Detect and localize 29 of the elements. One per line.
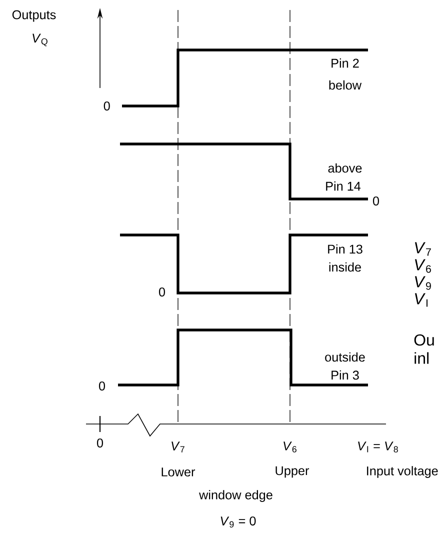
note-text: V$_{7}$ bbox=[414, 242, 431, 256]
axis-label: V$_{Q}$ bbox=[32, 34, 48, 46]
note-text: Ou bbox=[414, 334, 434, 346]
level-label: 0 bbox=[98, 382, 106, 390]
tick-label: 0 bbox=[96, 438, 104, 448]
trace-label: Pin 14 bbox=[326, 181, 361, 191]
tick-label: Lower bbox=[162, 468, 196, 476]
tick-label: window edge bbox=[199, 490, 272, 502]
axis-label: Input voltage bbox=[367, 466, 438, 478]
trace-label: outside bbox=[325, 352, 365, 362]
axis-label: Outputs bbox=[12, 10, 56, 22]
tick-label: V$_{7}$ bbox=[172, 442, 184, 452]
tick-label: V$_{9}$ = 0 bbox=[220, 516, 256, 528]
note-text: inl bbox=[414, 352, 429, 364]
trace-label: Pin 2 bbox=[332, 58, 359, 68]
level-label: 0 bbox=[158, 288, 166, 296]
trace-label: Pin 13 bbox=[328, 244, 362, 254]
note-text: V$_{I}$ bbox=[414, 293, 428, 307]
note-text: V$_{6}$ bbox=[414, 259, 431, 273]
trace-label: Pin 3 bbox=[332, 370, 359, 380]
tick-label: V$_{6}$ bbox=[284, 442, 296, 452]
trace-label: below bbox=[329, 80, 362, 90]
level-label: 0 bbox=[372, 196, 380, 206]
note-text: V$_{9}$ bbox=[414, 276, 431, 290]
trace-label: above bbox=[328, 163, 362, 173]
trace-label: inside bbox=[329, 262, 361, 272]
axis-label: V$_{I}$ = V$_{8}$ bbox=[358, 442, 398, 452]
tick-label: Upper bbox=[276, 466, 310, 478]
level-label: 0 bbox=[104, 102, 110, 110]
